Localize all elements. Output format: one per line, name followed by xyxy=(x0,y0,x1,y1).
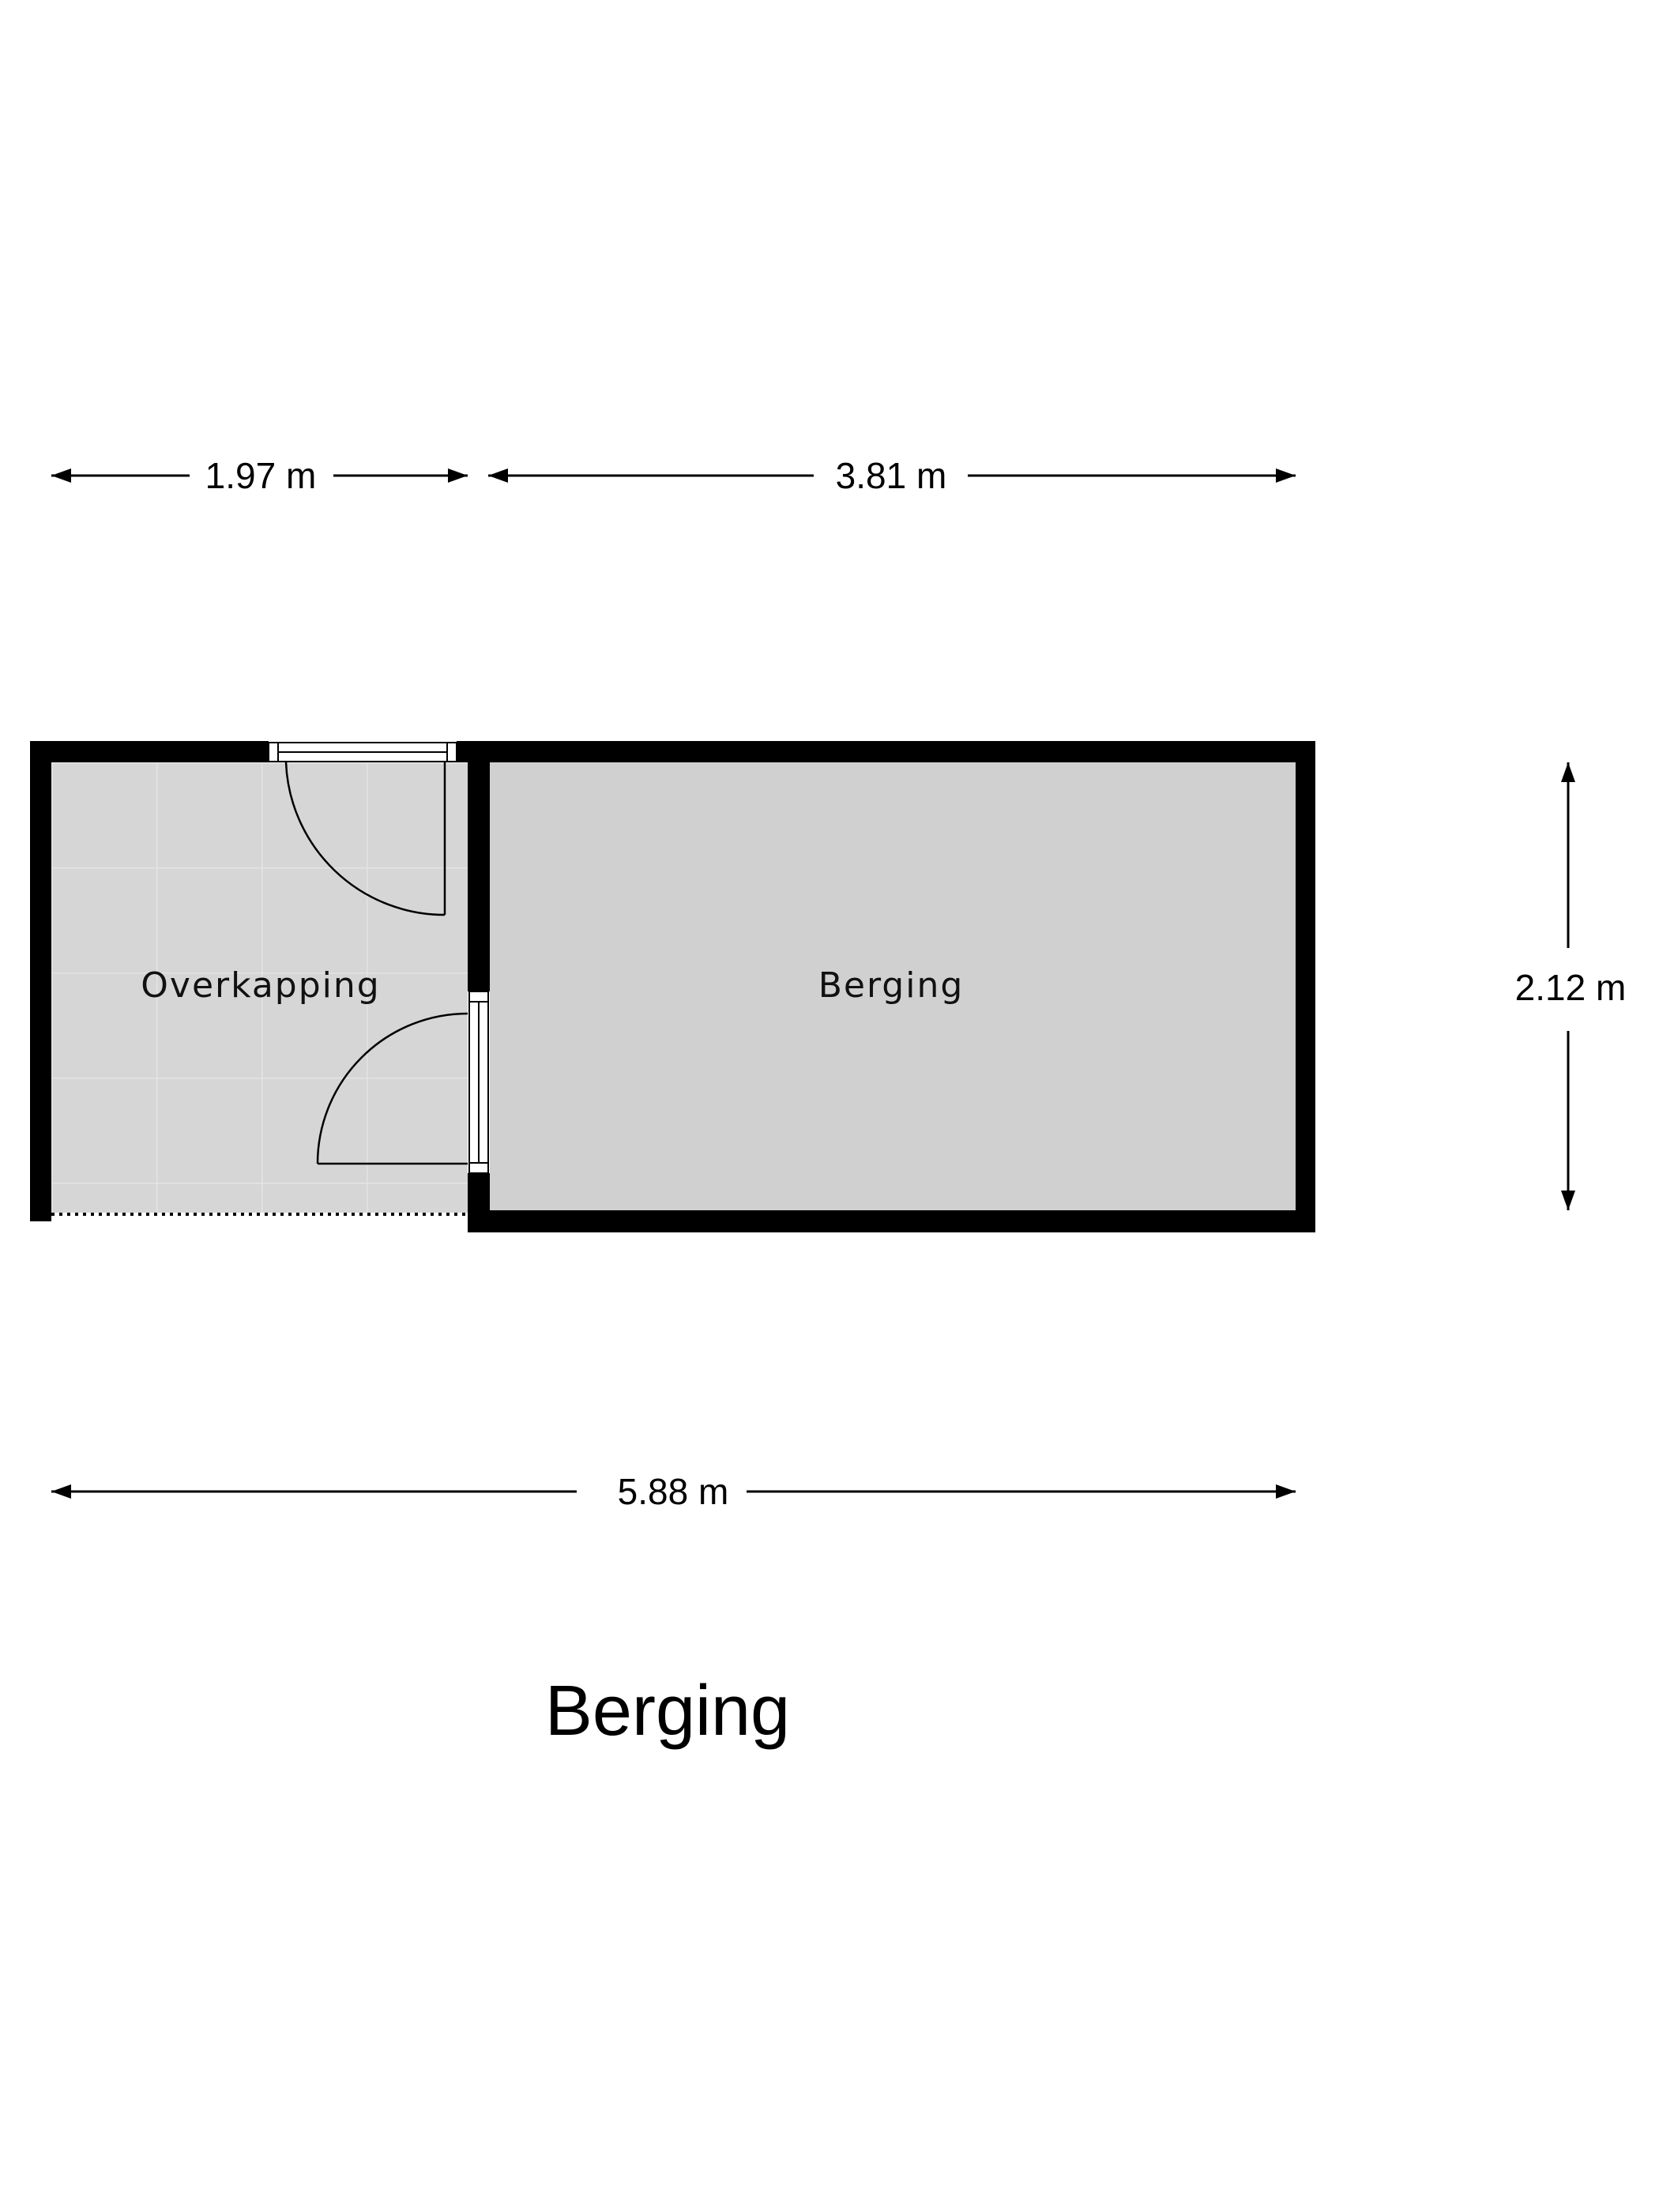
overkapping-floor xyxy=(51,762,468,1213)
plan-title: Berging xyxy=(545,1672,790,1751)
walls xyxy=(30,741,1315,1232)
door-swing-top xyxy=(284,762,446,916)
dimension-total-width: 5.88 m xyxy=(51,1471,1296,1512)
interior-door xyxy=(468,991,489,1174)
dimension-height: 2.12 m xyxy=(1515,762,1627,1210)
dimension-label: 3.81 m xyxy=(836,455,947,496)
room-label-overkapping: Overkapping xyxy=(141,965,380,1006)
top-opening xyxy=(268,742,457,762)
dimension-label: 5.88 m xyxy=(618,1471,729,1512)
door-swing-interior xyxy=(316,1012,468,1165)
dimension-overkapping-width: 1.97 m xyxy=(51,455,468,496)
dimension-berging-width: 3.81 m xyxy=(488,455,1296,496)
dimension-label: 2.12 m xyxy=(1515,967,1627,1008)
room-label-berging: Berging xyxy=(818,965,965,1006)
dimension-label: 1.97 m xyxy=(205,455,317,496)
berging-floor xyxy=(490,762,1296,1210)
